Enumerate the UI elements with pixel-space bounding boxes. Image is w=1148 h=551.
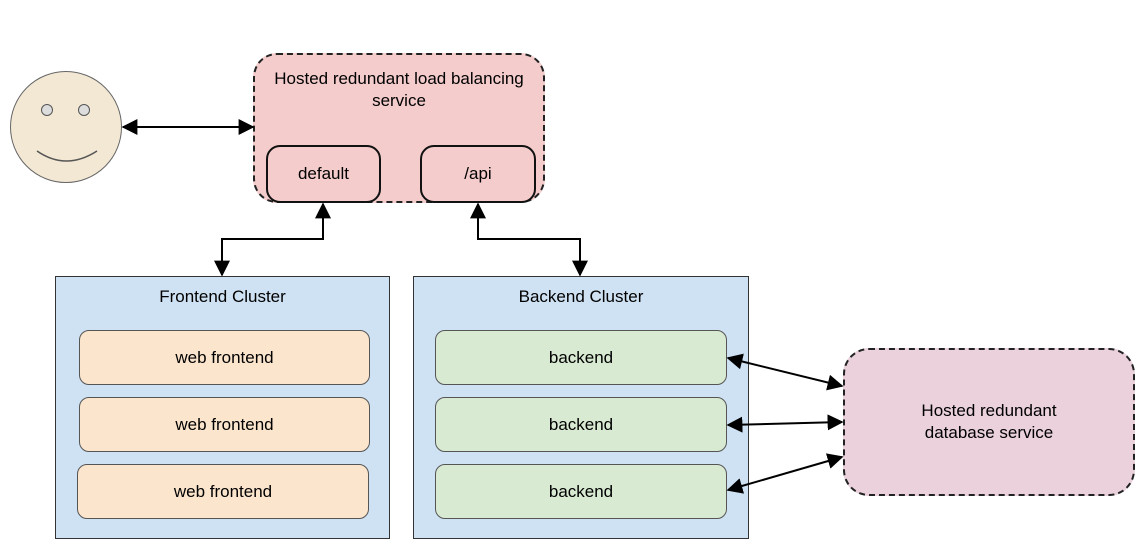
backend-node: backend xyxy=(435,330,727,385)
load-balancer-title: Hosted redundant load balancing service xyxy=(274,69,524,110)
frontend-node: web frontend xyxy=(77,464,369,519)
frontend-node: web frontend xyxy=(79,397,370,452)
smile-icon xyxy=(36,149,97,162)
backend-node: backend xyxy=(435,397,727,452)
user-smiley-icon xyxy=(10,71,122,183)
api-backend-arrow xyxy=(470,202,588,277)
frontend-cluster-title: Frontend Cluster xyxy=(159,287,286,306)
backend-node: backend xyxy=(435,464,727,519)
frontend-node: web frontend xyxy=(79,330,370,385)
left-eye xyxy=(41,104,53,116)
lb-api-route: /api xyxy=(420,145,536,203)
default-frontend-arrow xyxy=(214,202,331,277)
lb-default-route: default xyxy=(266,145,381,203)
database-title: Hosted redundant database service xyxy=(921,401,1057,442)
backend-cluster-title: Backend Cluster xyxy=(518,287,644,306)
right-eye xyxy=(78,104,90,116)
database-box: Hosted redundant database service xyxy=(843,348,1135,496)
